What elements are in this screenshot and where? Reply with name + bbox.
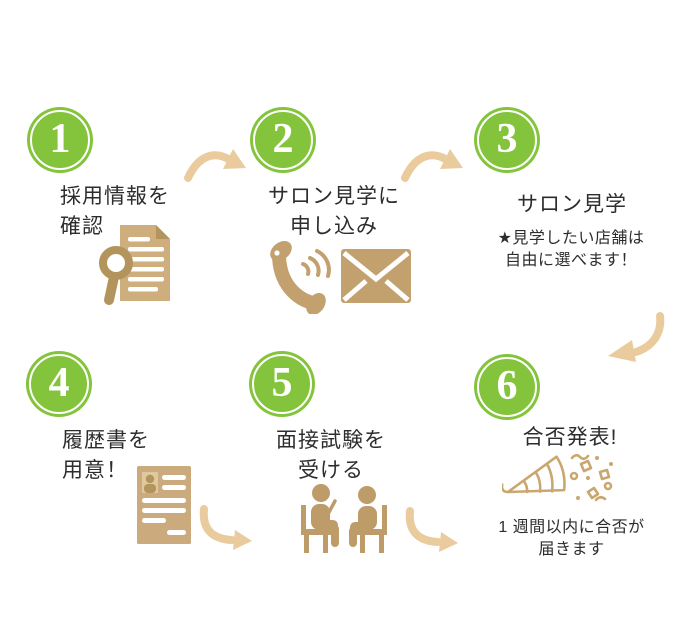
step-1-number-badge: 1 [27,107,93,173]
step-1-title: 採用情報を 確認 [60,182,170,242]
step-2-title: サロン見学に 申し込み [248,182,420,242]
title-line: 申し込み [290,215,378,238]
title-line: サロン見学に [268,185,400,208]
step-4-number: 4 [48,360,70,406]
step-2-number: 2 [272,116,294,162]
step-6-note: 1 週間以内に合否が 届きます [464,517,679,561]
document-search-icon [99,225,170,305]
step-3-note: ★見学したい店舗は 自由に選べます！ [466,228,676,272]
arrow-step1-to-step2-icon [184,149,246,182]
arrow-step2-to-step3-icon [401,149,463,182]
step-4-title: 履歴書を 用意！ [62,426,150,486]
note-line: 届きます [538,541,605,558]
title-line: 用意！ [62,459,128,482]
arrow-step5-to-step6-icon [405,507,458,552]
resume-icon [137,466,191,544]
arrow-step4-to-step5-icon [199,505,252,550]
note-line: ★見学したい店舗は [497,230,645,247]
step-3-number-badge: 3 [474,107,540,173]
envelope-icon [341,249,411,303]
party-popper-icon [502,453,613,502]
phone-icon [270,241,331,314]
step-4-number-badge: 4 [26,351,92,417]
title-line: 面接試験を [276,429,386,452]
step-3-title: サロン見学 [474,190,670,220]
step-6-title: 合否発表! [480,423,660,453]
step-5-title: 面接試験を 受ける [246,426,416,486]
title-line: 合否発表! [522,426,618,449]
title-line: 履歴書を [62,429,150,452]
note-line: 1 週間以内に合否が [498,519,645,536]
title-line: 確認 [60,215,104,238]
step-5-number-badge: 5 [249,351,315,417]
step-6-number-badge: 6 [474,354,540,420]
note-line: 自由に選べます！ [504,252,637,269]
step-2-number-badge: 2 [250,107,316,173]
title-line: サロン見学 [517,193,627,216]
step-6-number: 6 [496,363,518,409]
arrow-step3-to-step4-icon [608,312,665,362]
title-line: 受ける [298,459,364,482]
interview-icon [301,484,387,553]
step-3-number: 3 [496,116,518,162]
step-5-number: 5 [271,360,293,406]
title-line: 採用情報を [60,185,170,208]
step-1-number: 1 [49,116,71,162]
